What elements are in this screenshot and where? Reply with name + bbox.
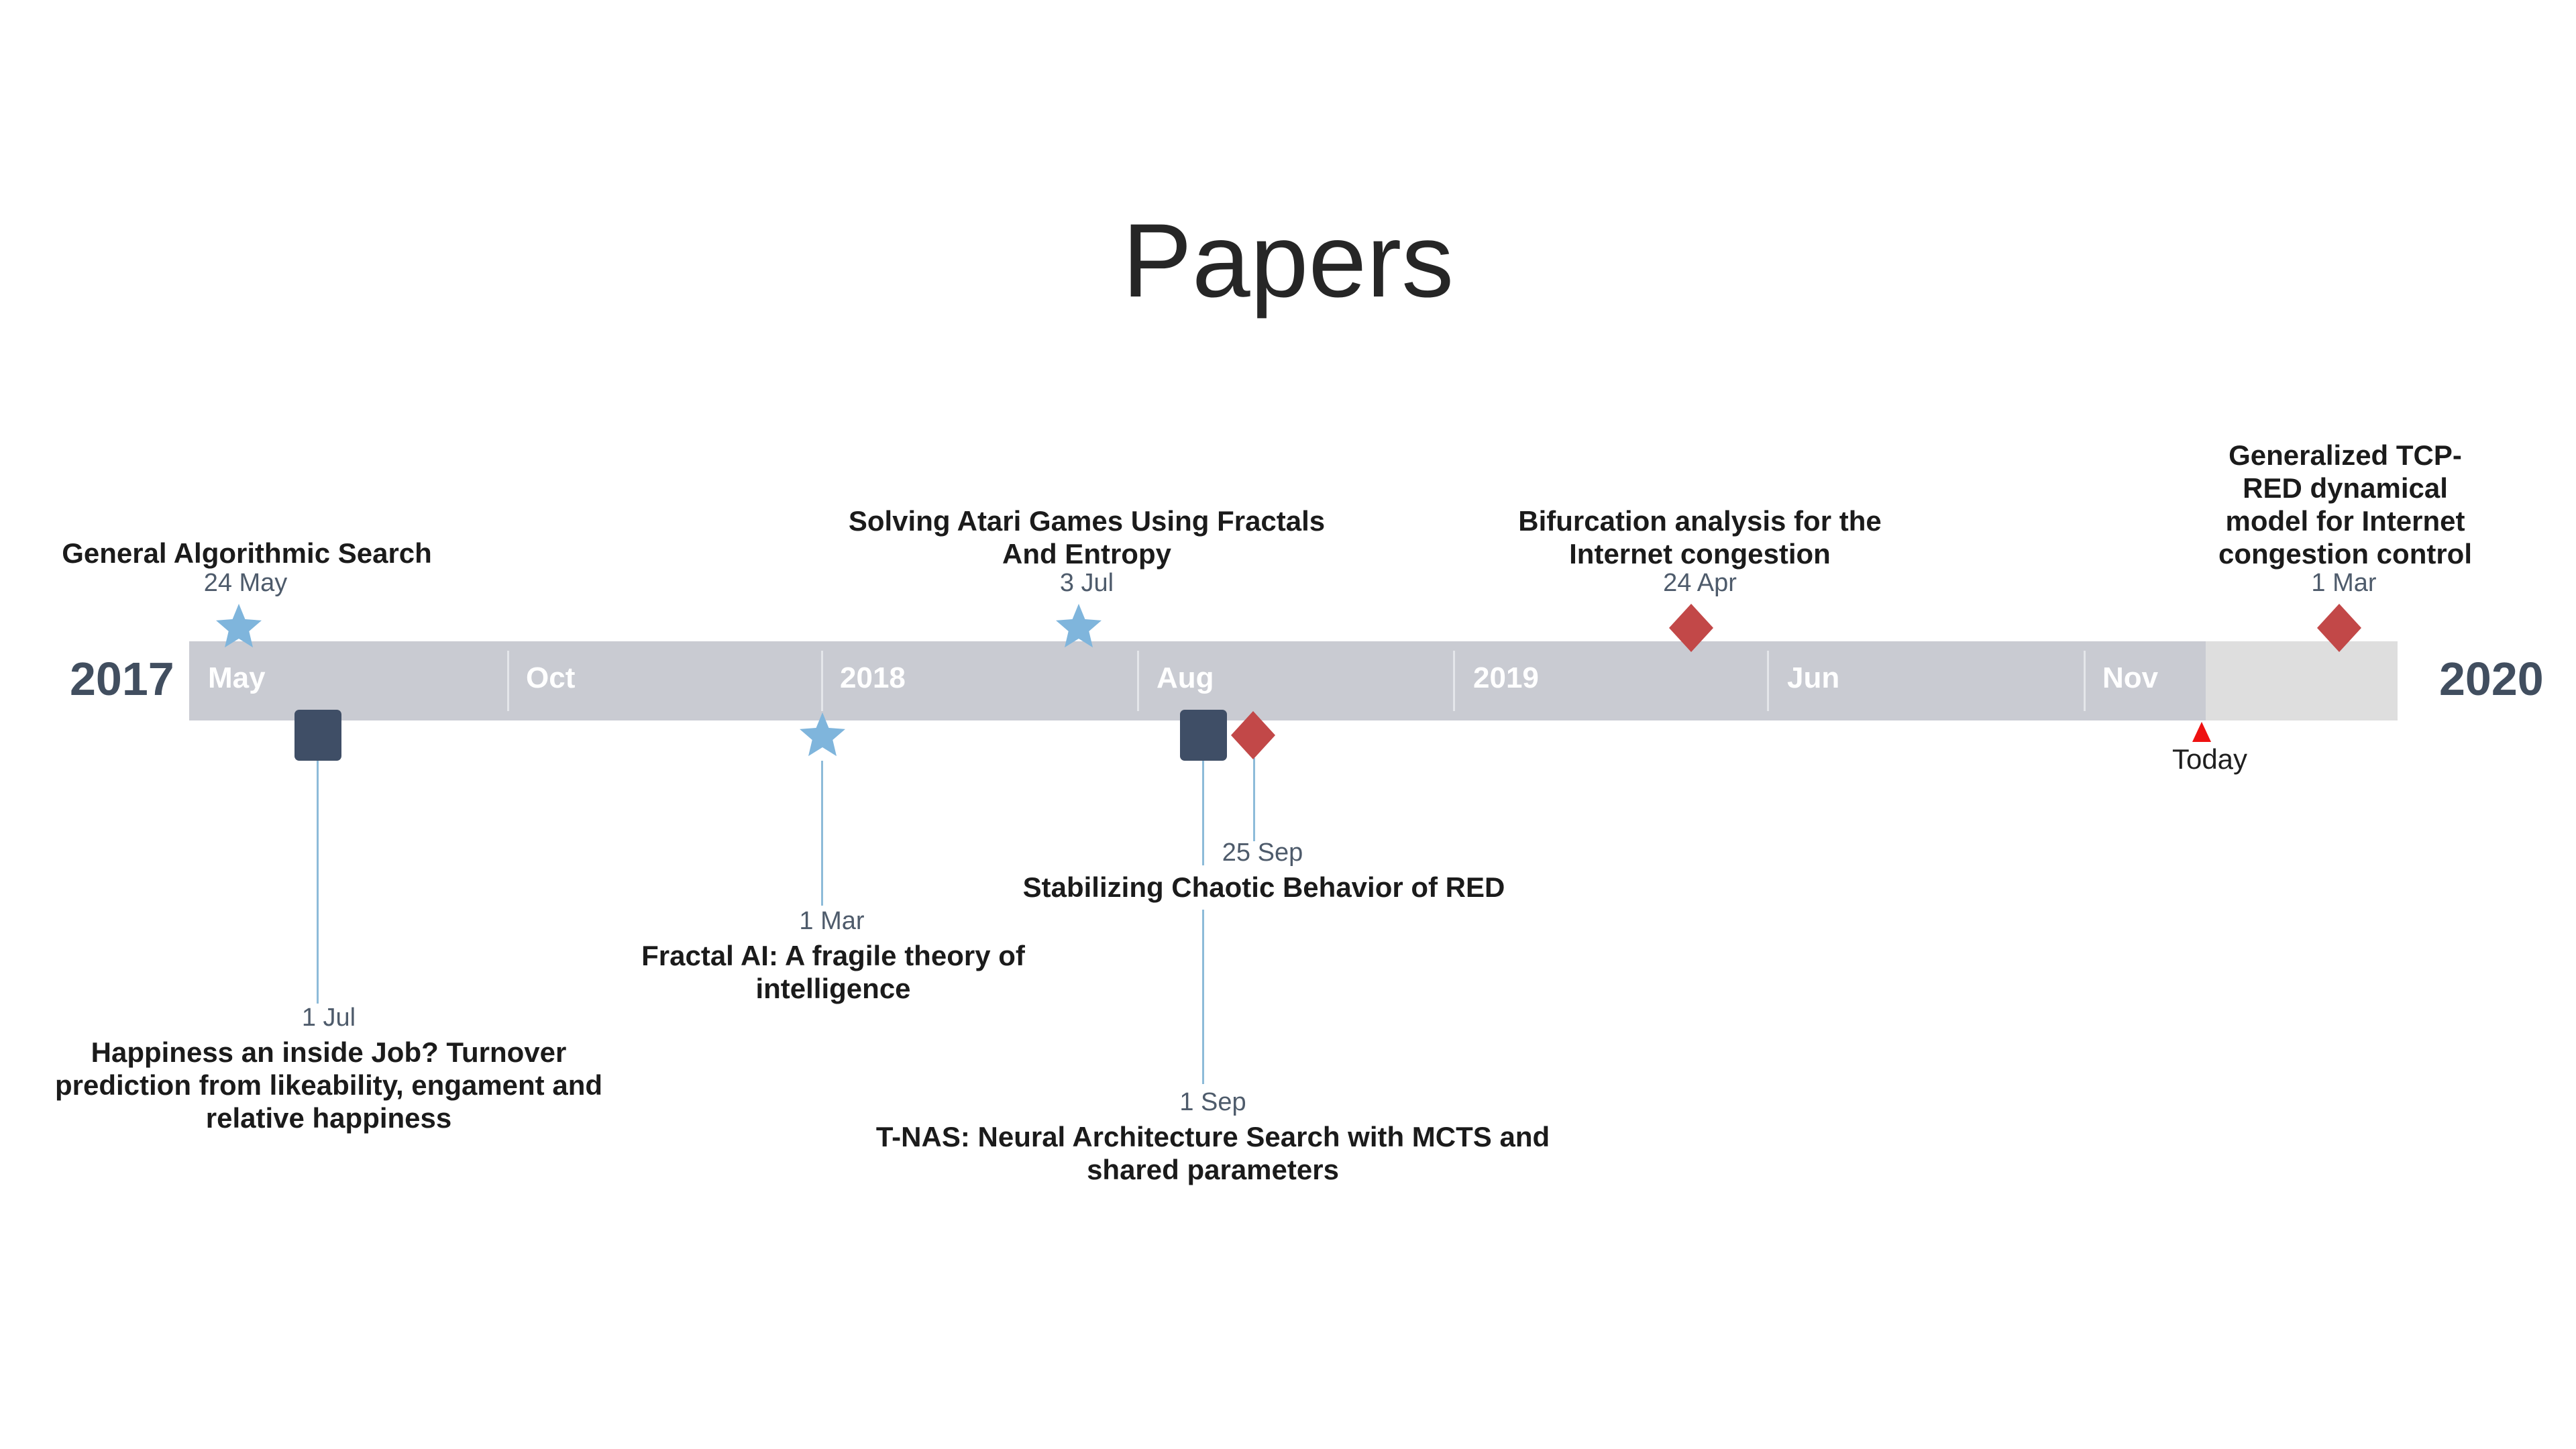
today-marker-icon <box>2192 722 2211 742</box>
star-marker-icon[interactable] <box>1052 601 1106 655</box>
diamond-marker-icon[interactable] <box>2314 601 2364 655</box>
tick-separator <box>821 651 823 711</box>
event-title: Happiness an inside Job? Turnover predic… <box>54 1036 603 1134</box>
event-title: Fractal AI: A fragile theory of intellig… <box>641 940 1025 1004</box>
event-title: Solving Atari Games Using Fractals And E… <box>848 505 1326 570</box>
event-stem <box>1202 910 1204 1084</box>
end-year-label: 2020 <box>2439 653 2544 705</box>
event-date: 24 May <box>203 569 288 597</box>
diamond-marker-icon[interactable] <box>1228 708 1278 762</box>
timeline-bar <box>189 641 2206 720</box>
tick-label-jun: Jun <box>1787 661 1840 694</box>
event-title: T-NAS: Neural Architecture Search with M… <box>875 1121 1550 1185</box>
event-stem <box>1202 761 1204 865</box>
tick-separator <box>1767 651 1769 711</box>
event-date: 3 Jul <box>1059 569 1114 597</box>
event-stem <box>1253 758 1255 841</box>
star-marker-icon[interactable] <box>212 601 266 655</box>
event-title: Generalized TCP-RED dynamical model for … <box>2218 439 2472 570</box>
event-stem <box>317 761 319 1004</box>
today-label: Today <box>2171 743 2248 775</box>
tick-separator <box>1453 651 1455 711</box>
event-title: General Algorithmic Search <box>62 537 432 569</box>
page-title: Papers <box>1122 203 1454 319</box>
tick-label-2019: 2019 <box>1473 661 1539 694</box>
timeline-future-extension <box>2206 641 2398 720</box>
square-marker-icon[interactable] <box>1179 708 1228 762</box>
tick-label-nov: Nov <box>2102 661 2159 694</box>
event-date: 1 Mar <box>799 907 865 935</box>
event-date: 25 Sep <box>1222 839 1303 867</box>
tick-separator <box>1137 651 1139 711</box>
event-date: 1 Sep <box>1179 1088 1246 1116</box>
tick-separator <box>2084 651 2086 711</box>
event-title: Bifurcation analysis for the Internet co… <box>1518 505 1882 570</box>
tick-separator <box>507 651 509 711</box>
event-date: 1 Mar <box>2311 569 2377 597</box>
start-year-label: 2017 <box>70 653 174 705</box>
event-date: 1 Jul <box>301 1004 356 1032</box>
event-date: 24 Apr <box>1663 569 1737 597</box>
tick-label-oct: Oct <box>526 661 576 694</box>
event-stem <box>821 761 823 906</box>
tick-label-2018: 2018 <box>840 661 906 694</box>
square-marker-icon[interactable] <box>293 708 343 762</box>
diamond-marker-icon[interactable] <box>1666 601 1716 655</box>
tick-label-may: May <box>208 661 266 694</box>
tick-label-aug: Aug <box>1157 661 1214 694</box>
star-marker-icon[interactable] <box>796 710 849 763</box>
event-title: Stabilizing Chaotic Behavior of RED <box>1022 871 1505 903</box>
